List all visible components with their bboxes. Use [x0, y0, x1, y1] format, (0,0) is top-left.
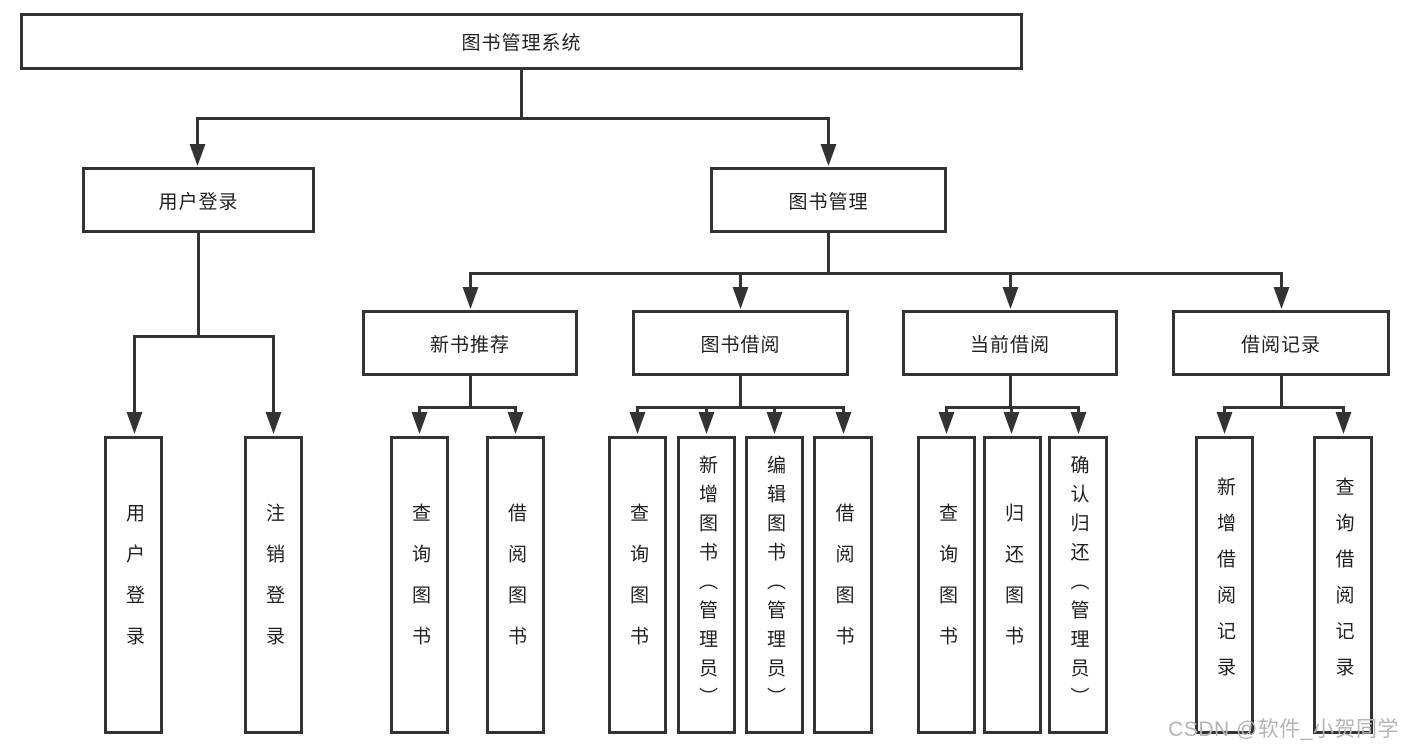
- leaf-bor-add-book-admin-label: 新增图书（管理员）: [696, 454, 717, 716]
- leaf-bor-borrow-book-label: 借阅图书: [832, 503, 854, 667]
- node-root-library-system: 图书管理系统: [20, 13, 1023, 70]
- leaf-bor-query-book: 查询图书: [608, 436, 667, 734]
- node-book-borrow: 图书借阅: [632, 310, 849, 376]
- leaf-bor-edit-book-admin: 编辑图书（管理员）: [745, 436, 804, 734]
- leaf-cur-query-book: 查询图书: [917, 436, 976, 734]
- leaf-rec-query-book-label: 查询图书: [409, 503, 430, 667]
- leaf-add-borrow-record-label: 新增借阅记录: [1214, 477, 1235, 693]
- node-borrow-records: 借阅记录: [1172, 310, 1390, 376]
- node-borrow-records-label: 借阅记录: [1240, 334, 1321, 356]
- node-user-login: 用户登录: [82, 167, 315, 233]
- csdn-watermark: CSDN @软件_小贺同学: [1168, 718, 1399, 741]
- leaf-query-borrow-record-label: 查询借阅记录: [1332, 477, 1354, 693]
- leaf-rec-borrow-book-label: 借阅图书: [505, 503, 526, 667]
- leaf-cur-query-book-label: 查询图书: [936, 503, 957, 667]
- leaf-cur-return-book: 归还图书: [983, 436, 1042, 734]
- node-user-login-label: 用户登录: [158, 191, 239, 213]
- node-new-book-recommend: 新书推荐: [362, 310, 578, 376]
- leaf-add-borrow-record: 新增借阅记录: [1195, 436, 1254, 734]
- leaf-logout-label: 注销登录: [263, 503, 284, 667]
- node-book-management-label: 图书管理: [788, 191, 869, 213]
- node-root-label: 图书管理系统: [461, 33, 582, 54]
- leaf-bor-borrow-book: 借阅图书: [813, 436, 873, 734]
- node-current-borrow: 当前借阅: [902, 310, 1118, 376]
- leaf-rec-query-book: 查询图书: [390, 436, 449, 734]
- node-book-borrow-label: 图书借阅: [700, 334, 781, 356]
- leaf-bor-add-book-admin: 新增图书（管理员）: [677, 436, 736, 734]
- leaf-logout: 注销登录: [244, 436, 303, 734]
- node-current-borrow-label: 当前借阅: [969, 334, 1050, 356]
- leaf-user-login: 用户登录: [104, 436, 163, 734]
- leaf-bor-edit-book-admin-label: 编辑图书（管理员）: [764, 454, 785, 716]
- node-book-management: 图书管理: [710, 167, 947, 233]
- leaf-bor-query-book-label: 查询图书: [627, 503, 648, 667]
- leaf-user-login-label: 用户登录: [123, 503, 144, 667]
- leaf-query-borrow-record: 查询借阅记录: [1313, 436, 1373, 734]
- arrowheads: [126, 144, 1352, 434]
- leaf-rec-borrow-book: 借阅图书: [486, 436, 545, 734]
- leaf-cur-return-book-label: 归还图书: [1002, 503, 1023, 667]
- node-new-book-recommend-label: 新书推荐: [429, 334, 510, 356]
- leaf-cur-confirm-return-admin: 确认归还（管理员）: [1048, 436, 1108, 734]
- leaf-cur-confirm-return-admin-label: 确认归还（管理员）: [1067, 454, 1089, 716]
